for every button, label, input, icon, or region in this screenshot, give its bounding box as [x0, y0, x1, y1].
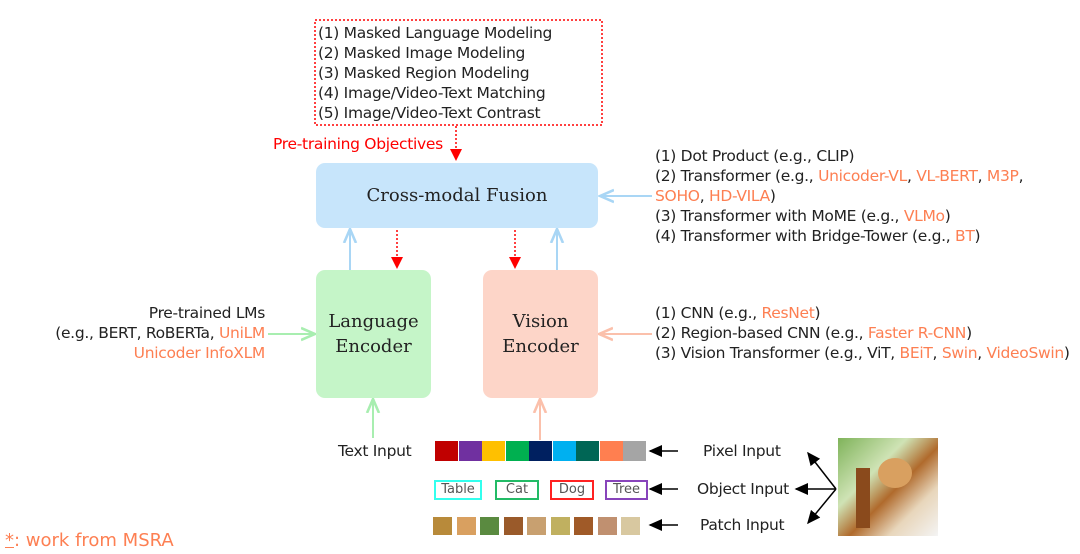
dog-head-shape — [878, 458, 912, 488]
model-name: Unicoder InfoXLM — [133, 344, 266, 362]
model-name: BT — [955, 227, 975, 245]
text-segment: (4) Transformer with Bridge-Tower (e.g., — [655, 227, 955, 245]
text-segment: ) — [974, 227, 981, 245]
list-line: (2) Transformer (e.g., Unicoder-VL, VL-B… — [655, 166, 1024, 186]
list-line: Unicoder InfoXLM — [55, 343, 266, 363]
list-line: (4) Image/Video-Text Matching — [318, 84, 546, 102]
object-box: Tree — [605, 480, 648, 500]
object-box: Table — [434, 480, 482, 500]
image-patch — [621, 517, 640, 535]
text-segment: (e.g., BERT, RoBERTa, — [55, 324, 220, 342]
text-segment: , — [932, 344, 942, 362]
object-box: Dog — [550, 480, 594, 500]
model-name: HD-VILA — [708, 187, 770, 205]
image-patch — [433, 517, 452, 535]
text-segment: ) — [1063, 344, 1070, 362]
model-name: VL-BERT — [916, 167, 978, 185]
text-segment: (1) CNN (e.g., — [655, 304, 762, 322]
pretraining-objectives-label: Pre-training Objectives — [273, 135, 443, 153]
text-segment: ) — [944, 207, 951, 225]
model-name: ResNet — [761, 304, 815, 322]
model-name: VideoSwin — [986, 344, 1065, 362]
text-segment: (2) Transformer (e.g., — [655, 167, 819, 185]
label: Vision — [512, 311, 569, 332]
pixel-swatch — [576, 441, 599, 461]
list-line: (2) Region-based CNN (e.g., Faster R-CNN… — [655, 323, 1070, 343]
text-segment: , — [699, 187, 709, 205]
vision-methods-list: (1) CNN (e.g., ResNet)(2) Region-based C… — [655, 303, 1070, 363]
pixel-input-label: Pixel Input — [703, 442, 781, 460]
fusion-methods-list: (1) Dot Product (e.g., CLIP)(2) Transfor… — [655, 146, 1024, 246]
image-patch — [527, 517, 546, 535]
model-name: SOHO — [655, 187, 700, 205]
model-name: UniLM — [219, 324, 265, 342]
footnote-star: * — [5, 530, 14, 551]
dog-image — [838, 438, 938, 536]
list-line: (1) CNN (e.g., ResNet) — [655, 303, 1070, 323]
pixel-swatch — [599, 441, 623, 461]
image-patch — [574, 517, 593, 535]
model-name: VLMo — [903, 207, 945, 225]
pixel-swatch — [482, 441, 505, 461]
model-name: Unicoder-VL — [818, 167, 907, 185]
label: Language — [328, 311, 419, 332]
image-patch — [597, 517, 617, 535]
pixel-swatch — [458, 441, 482, 461]
object-input-label: Object Input — [697, 480, 789, 498]
image-patch — [456, 517, 476, 535]
list-line: (1) Dot Product (e.g., CLIP) — [655, 146, 1023, 166]
model-name: Faster R-CNN — [867, 324, 967, 342]
pixel-swatch — [529, 441, 552, 461]
text-segment: , — [906, 167, 917, 185]
list-line: (2) Masked Image Modeling — [318, 44, 526, 62]
pixel-swatch — [552, 441, 576, 461]
image-patch — [550, 517, 570, 535]
text-segment: (3) Transformer with MoME (e.g., — [655, 207, 904, 225]
text-segment: (3) Vision Transformer (e.g., ViT, — [655, 344, 900, 362]
list-line: (3) Transformer with MoME (e.g., VLMo) — [655, 206, 1023, 226]
text-segment: , — [977, 344, 987, 362]
model-name: BEiT — [899, 344, 933, 362]
image-patch — [480, 517, 499, 535]
list-line: (5) Image/Video-Text Contrast — [318, 104, 541, 122]
text-segment: (2) Region-based CNN (e.g., — [655, 324, 868, 342]
list-line: (4) Transformer with Bridge-Tower (e.g.,… — [655, 226, 1023, 246]
list-line: (3) Masked Region Modeling — [318, 64, 530, 82]
objectives-list: (1) Masked Language Modeling (2) Masked I… — [318, 23, 552, 123]
model-name: M3P — [986, 167, 1019, 185]
label: Encoder — [502, 336, 579, 357]
pixel-swatch — [623, 441, 646, 461]
cross-modal-fusion-box: Cross-modal Fusion — [316, 163, 598, 228]
pixel-swatch — [435, 441, 458, 461]
chair-shape — [856, 468, 870, 528]
image-patch — [503, 517, 523, 535]
list-line: (3) Vision Transformer (e.g., ViT, BEiT,… — [655, 343, 1070, 363]
text-segment: , — [1018, 167, 1024, 185]
text-input-label: Text Input — [338, 442, 412, 460]
list-line: SOHO, HD-VILA) — [655, 186, 1023, 206]
text-segment: Pre-trained LMs — [148, 304, 266, 322]
list-line: (1) Masked Language Modeling — [318, 24, 553, 42]
list-line: (e.g., BERT, RoBERTa, UniLM — [55, 323, 265, 343]
pixel-swatch — [505, 441, 529, 461]
model-name: Swin — [941, 344, 978, 362]
text-segment: ) — [769, 187, 776, 205]
text-segment: ) — [814, 304, 821, 322]
footnote: *: work from MSRA — [5, 530, 174, 551]
list-line: Pre-trained LMs — [55, 303, 266, 323]
text-segment: (1) Dot Product (e.g., CLIP) — [655, 147, 855, 165]
label: Encoder — [335, 336, 412, 357]
text-segment: , — [977, 167, 987, 185]
patch-input-label: Patch Input — [700, 516, 785, 534]
text-segment: ) — [966, 324, 972, 342]
footnote-text: : work from MSRA — [14, 530, 174, 551]
pretrained-lms-list: Pre-trained LMs(e.g., BERT, RoBERTa, Uni… — [55, 303, 265, 363]
object-box: Cat — [495, 480, 539, 500]
